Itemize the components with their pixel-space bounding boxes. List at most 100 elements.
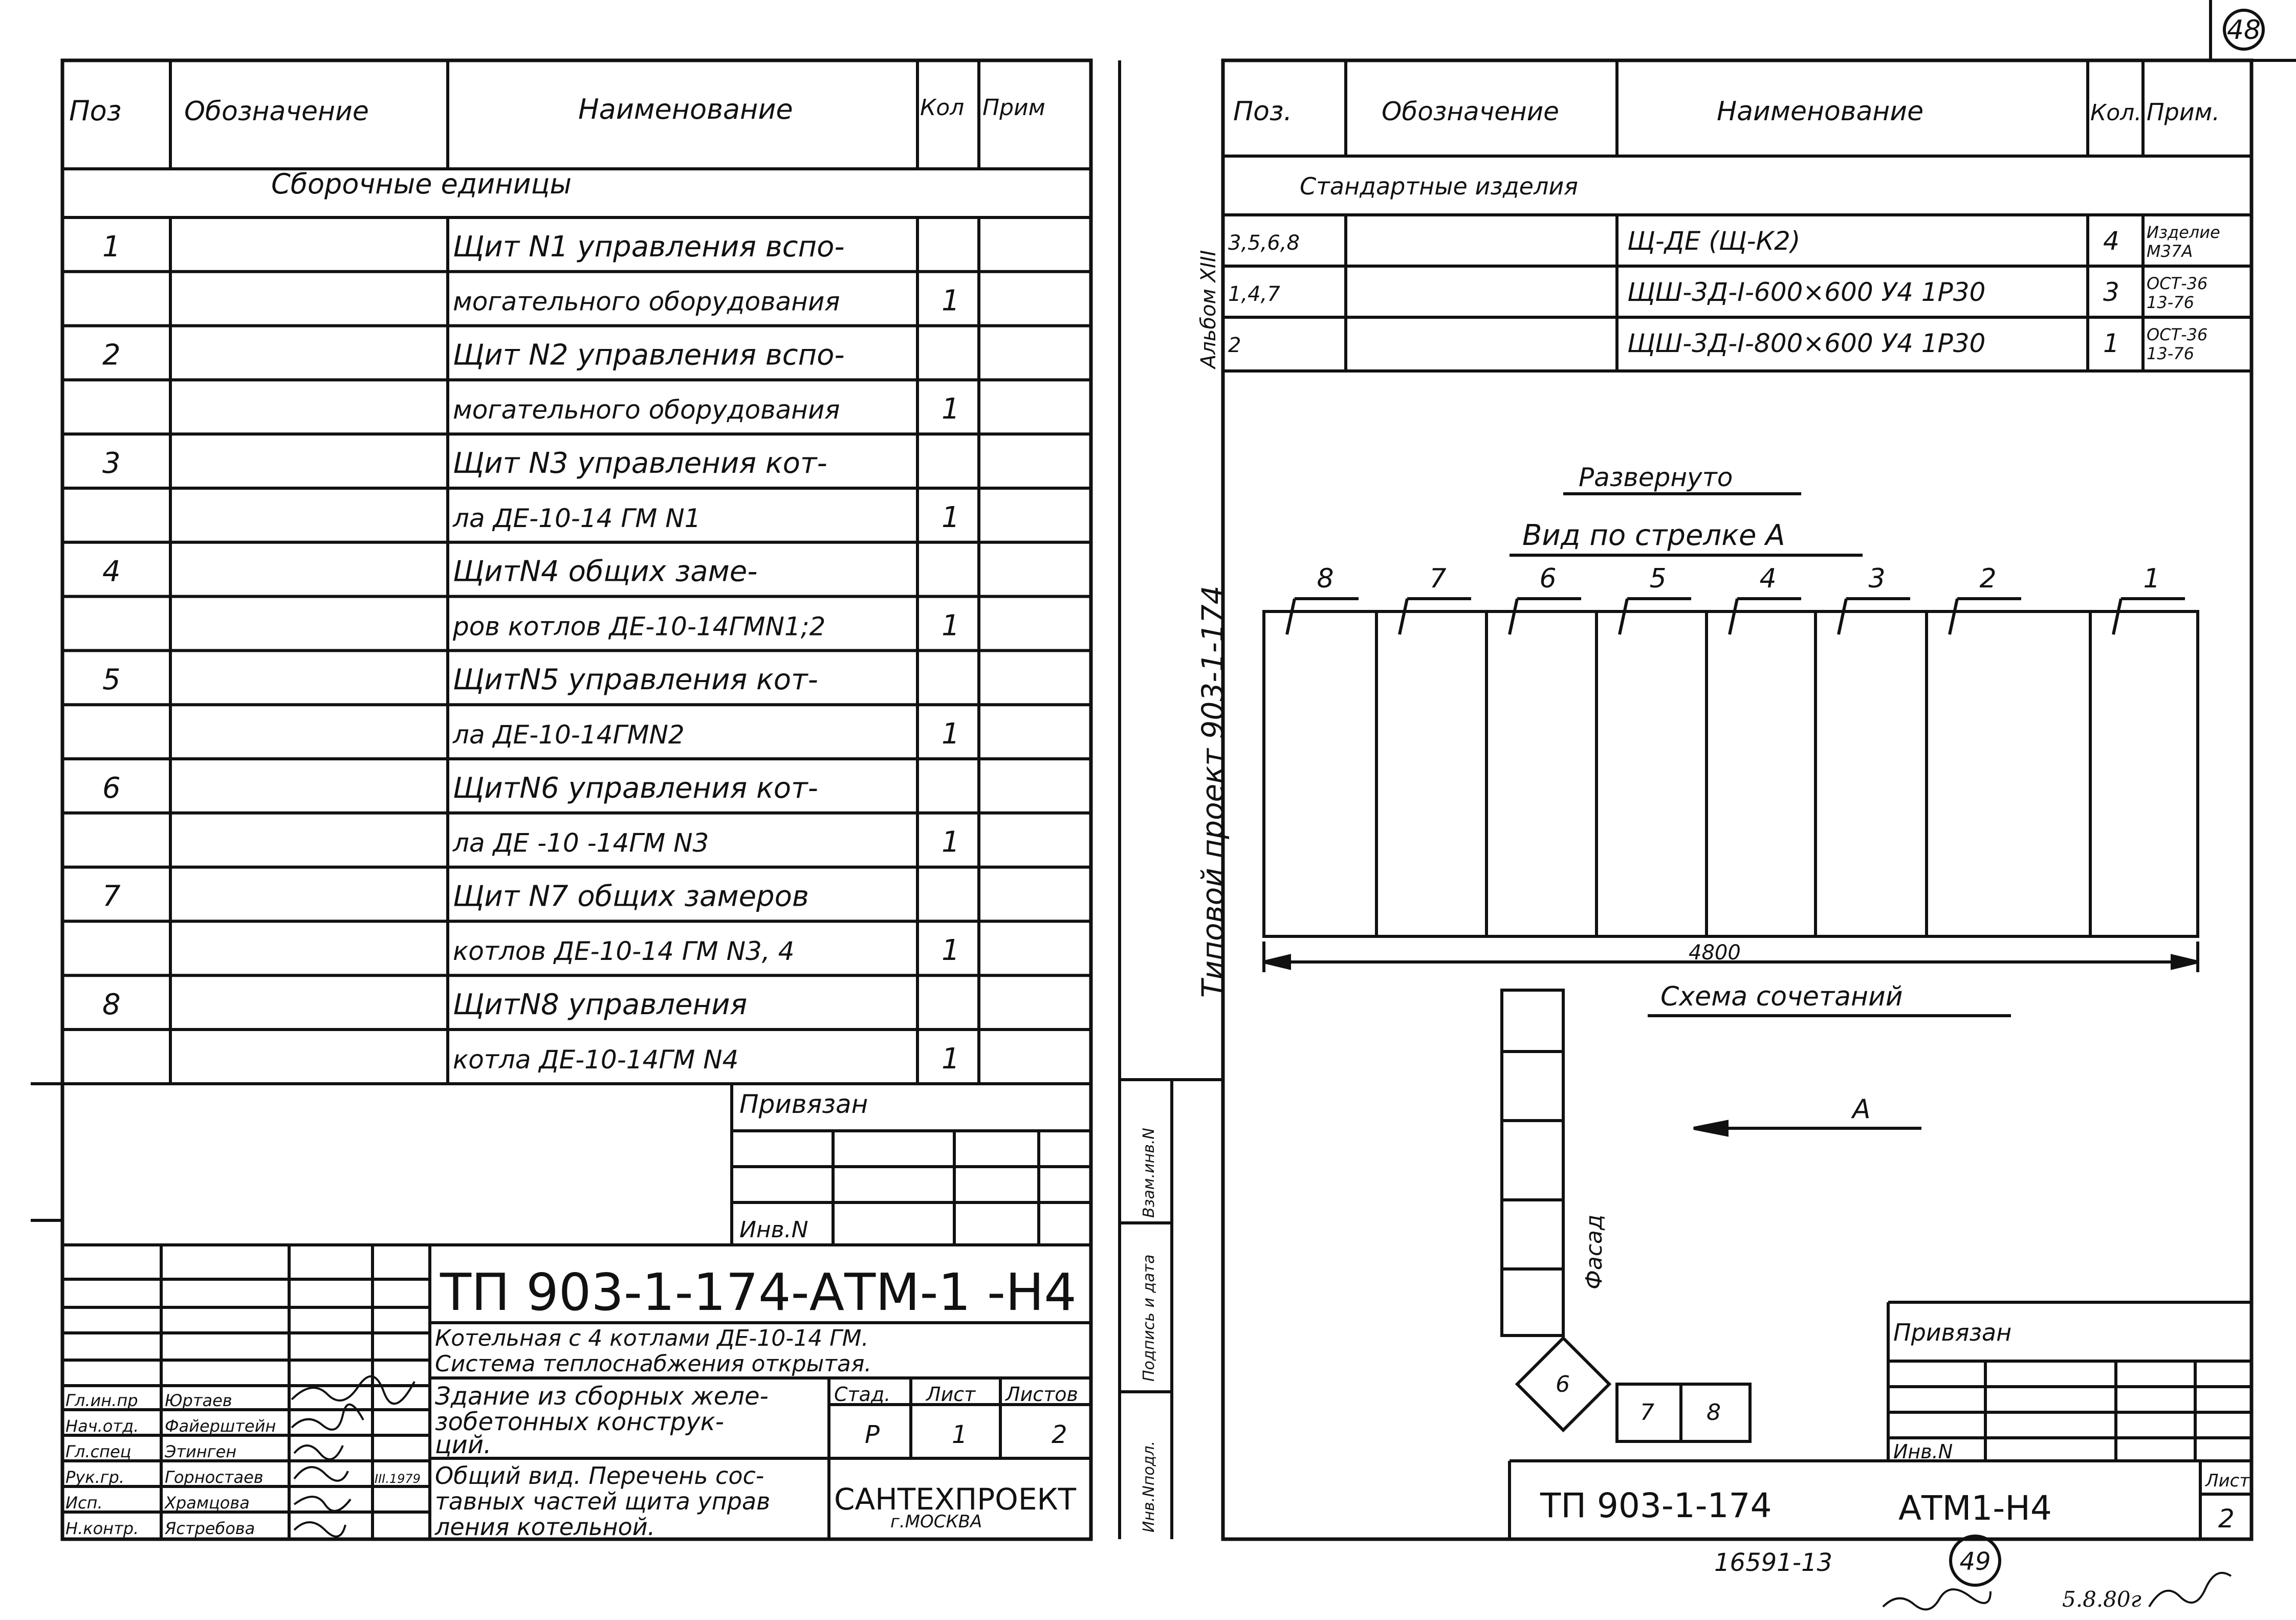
dw-scheme-title: Схема сочетаний (1660, 981, 1903, 1012)
rt-row-note-1: Изделие (2147, 223, 2220, 242)
lt-row-name: ров котлов ДЕ-10-14ГМN1;2 (452, 611, 825, 641)
rs-code-right: АТМ1-Н4 (1898, 1488, 2052, 1528)
tb-role-name: Храмцова (164, 1493, 250, 1513)
tb-stage: Р (865, 1420, 880, 1449)
tb-desc-3: ления котельной. (434, 1513, 655, 1541)
lt-row-name: ЩитN6 управления кот- (453, 772, 818, 805)
rt-header-pos: Поз. (1233, 96, 1292, 127)
lt-row-qty: 1 (942, 1042, 960, 1076)
rt-row-name: ЩШ-3Д-I-800×600 У4 1Р30 (1627, 329, 1985, 358)
tb-desc-2: тавных частей щита управ (435, 1487, 770, 1515)
dw-unfolded: Развернуто (1579, 463, 1733, 492)
rs-privyazan: Привязан (1893, 1319, 2011, 1346)
tb-role: Н.контр. (65, 1519, 139, 1538)
rs-inv-no: Инв.N (1893, 1440, 1953, 1463)
lt-row-name: ла ДЕ -10 -14ГМ N3 (452, 828, 709, 858)
lt-section: Сборочные единицы (271, 168, 572, 200)
lt-row-qty: 1 (942, 934, 960, 967)
tb-sheets-label: Листов (1004, 1383, 1078, 1406)
panel-label-5: 5 (1649, 563, 1666, 594)
panel-label-1: 1 (2143, 563, 2160, 594)
lt-row-pos: 3 (102, 447, 121, 480)
lt-row-qty: 1 (942, 392, 960, 426)
bottom-signatures (1882, 1571, 2232, 1611)
dw-scheme-7: 7 (1640, 1399, 1654, 1426)
sheet-number-top: 48 (2227, 15, 2261, 46)
vl-podpis: Подпись и дата (1140, 1255, 1158, 1382)
tb-building-3: ций. (435, 1431, 491, 1459)
lt-header-qty: Кол (920, 95, 964, 121)
tb-code: ТП 903-1-174-АТМ-1 -Н4 (440, 1262, 1077, 1322)
rs-code-left: ТП 903-1-174 (1540, 1486, 1772, 1525)
vl-album: Альбом XIII (1197, 250, 1220, 370)
tb-role-name: Горностаев (165, 1468, 264, 1487)
tb-role: Исп. (65, 1493, 103, 1513)
panel-label-6: 6 (1539, 563, 1556, 594)
lt-row-qty: 1 (942, 609, 960, 642)
tb-city: г.МОСКВА (890, 1512, 982, 1532)
lt-row-name: котла ДЕ-10-14ГМ N4 (453, 1045, 739, 1075)
lt-privyazan: Привязан (739, 1089, 868, 1119)
lt-row-name: котлов ДЕ-10-14 ГМ N3, 4 (453, 936, 794, 966)
bn-circle-num: 49 (1959, 1547, 1991, 1576)
panel-label-4: 4 (1759, 563, 1776, 594)
tb-date: III.1979 (375, 1472, 421, 1486)
bn-circle (1949, 1535, 2001, 1587)
rt-row-qty: 4 (2103, 226, 2119, 256)
lt-row-pos: 5 (102, 663, 121, 696)
rt-row-qty: 1 (2103, 329, 2119, 358)
tb-role: Нач.отд. (65, 1416, 139, 1436)
lt-row-name: ЩитN8 управления (453, 988, 747, 1021)
lt-header-pos: Поз (69, 95, 121, 127)
rt-row-pos: 2 (1228, 334, 1241, 357)
tb-org: САНТЕХПРОЕКТ (834, 1482, 1077, 1517)
rt-row-note-1: ОСТ-36 (2147, 274, 2207, 293)
lt-row-pos: 1 (102, 230, 121, 264)
lt-header-name: Наименование (578, 93, 793, 125)
lt-row-pos: 7 (102, 880, 121, 913)
rt-header-qty: Кол. (2090, 100, 2141, 126)
tb-role-name: Юртаев (165, 1391, 232, 1410)
rt-row-pos: 1,4,7 (1228, 282, 1280, 306)
lt-row-qty: 1 (942, 717, 960, 751)
rt-row-note-2: 13-76 (2147, 344, 2194, 363)
tb-role: Гл.спец (65, 1442, 131, 1461)
dw-scheme-6: 6 (1556, 1371, 1570, 1397)
lt-row-qty: 1 (942, 826, 960, 859)
tb-role: Гл.ин.пр (65, 1391, 138, 1410)
tb-sheet-label: Лист (925, 1383, 976, 1406)
tb-building-2: зобетонных конструк- (435, 1408, 724, 1436)
rt-section: Стандартные изделия (1300, 172, 1578, 200)
vl-project: Типовой проект 903-1-174 (1195, 585, 1230, 998)
lt-header-designation: Обозначение (184, 96, 369, 127)
rt-header-designation: Обозначение (1382, 97, 1559, 126)
rt-header-name: Наименование (1717, 96, 1923, 127)
rt-row-name: Щ-ДЕ (Щ-К2) (1627, 226, 1800, 256)
rt-row-pos: 3,5,6,8 (1228, 231, 1300, 255)
lt-row-name: ла ДЕ-10-14ГМN2 (452, 720, 685, 750)
lt-row-name: могательного оборудования (453, 287, 840, 317)
vl-inv-podl: Инв.Nподл. (1140, 1441, 1158, 1533)
tb-sheet: 1 (952, 1420, 968, 1449)
lt-row-name: Щит N2 управления вспо- (453, 338, 845, 371)
lt-row-name: Щит N3 управления кот- (453, 447, 827, 480)
dw-dimension: 4800 (1689, 941, 1741, 965)
sheet-number-circle (2223, 9, 2265, 51)
lt-row-name: ла ДЕ-10-14 ГМ N1 (452, 503, 701, 533)
rt-row-note-1: ОСТ-36 (2147, 325, 2207, 344)
lt-row-name: Щит N7 общих замеров (453, 880, 809, 913)
tb-sheets: 2 (1052, 1420, 1067, 1449)
tb-desc-1: Общий вид. Перечень сос- (435, 1462, 764, 1490)
lt-row-pos: 6 (102, 772, 121, 805)
lt-row-pos: 8 (102, 988, 121, 1021)
rt-row-note-2: 13-76 (2147, 293, 2194, 312)
panel-label-7: 7 (1429, 563, 1446, 594)
panel-label-3: 3 (1868, 563, 1885, 594)
lt-row-pos: 4 (102, 555, 121, 588)
tb-role: Рук.гр. (65, 1468, 124, 1487)
lt-row-name: могательного оборудования (453, 395, 840, 425)
lt-row-qty: 1 (942, 501, 960, 534)
vl-vzam: Взам.инв.N (1140, 1128, 1158, 1218)
lt-row-name: ЩитN5 управления кот- (453, 663, 818, 696)
